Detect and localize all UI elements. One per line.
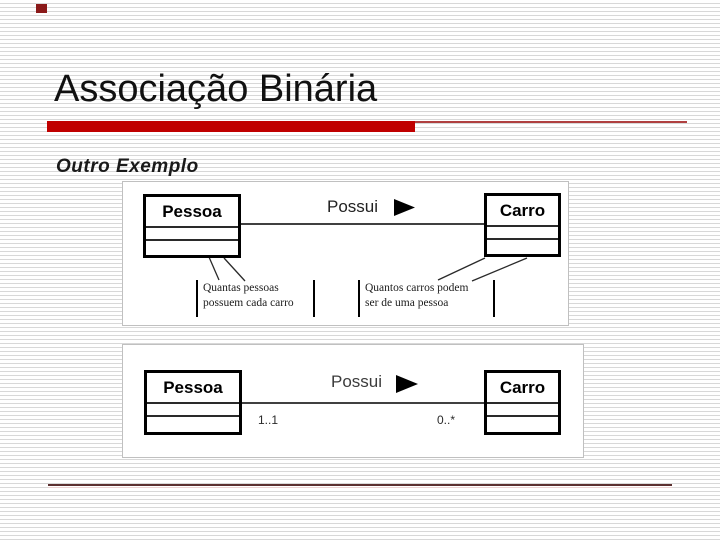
note-line: ser de uma pessoa — [365, 297, 449, 309]
slide-title: Associação Binária — [54, 68, 378, 110]
note-line: Quantas pessoas — [203, 282, 279, 294]
footer-line-shadow — [48, 487, 672, 488]
uml-class-carro: Carro — [484, 193, 561, 257]
title-underline-thin-line — [415, 121, 687, 123]
class-name: Pessoa — [162, 201, 222, 221]
association-label: Possui — [331, 372, 383, 391]
class-operations-compartment — [487, 238, 558, 254]
class-operations-compartment — [487, 415, 558, 432]
callout-pointer-line — [471, 257, 528, 282]
diagram-panel-2: Pessoa Carro Possui 1..1 0..* — [122, 344, 584, 458]
diagram2-lines — [242, 375, 484, 404]
uml-class-pessoa: Pessoa — [144, 370, 242, 435]
class-operations-compartment — [146, 239, 238, 255]
association-label: Possui — [327, 197, 379, 216]
diagram-panel-1: Pessoa Carro Possui Quantas pessoas poss… — [122, 181, 569, 326]
title-underline-bar — [47, 121, 415, 132]
class-name: Carro — [499, 377, 546, 397]
class-operations-compartment — [147, 415, 239, 432]
callout-note-right: Quantos carros podem ser de uma pessoa — [365, 281, 468, 311]
diagram1-lines — [196, 199, 528, 317]
note-line: possuem cada carro — [203, 297, 294, 309]
class-attributes-compartment — [487, 402, 558, 415]
title-accent-square — [36, 4, 47, 13]
class-attributes-compartment — [487, 225, 558, 238]
callout-note-left: Quantas pessoas possuem cada carro — [203, 281, 294, 311]
class-attributes-compartment — [146, 226, 238, 239]
footer-line — [48, 484, 672, 486]
slide-subtitle: Outro Exemplo — [56, 156, 199, 177]
association-direction-icon — [396, 375, 418, 393]
callout-pointer-line — [223, 257, 246, 282]
class-attributes-compartment — [147, 402, 239, 415]
multiplicity-left: 1..1 — [258, 413, 279, 427]
callout-pointer-line — [437, 257, 486, 281]
uml-class-pessoa: Pessoa — [143, 194, 241, 258]
multiplicity-right: 0..* — [437, 413, 456, 427]
class-name: Carro — [499, 200, 546, 220]
association-direction-icon — [394, 199, 415, 216]
class-name: Pessoa — [163, 377, 223, 397]
uml-class-carro: Carro — [484, 370, 561, 435]
callout-pointer-line — [208, 256, 220, 281]
note-line: Quantos carros podem — [365, 282, 469, 294]
